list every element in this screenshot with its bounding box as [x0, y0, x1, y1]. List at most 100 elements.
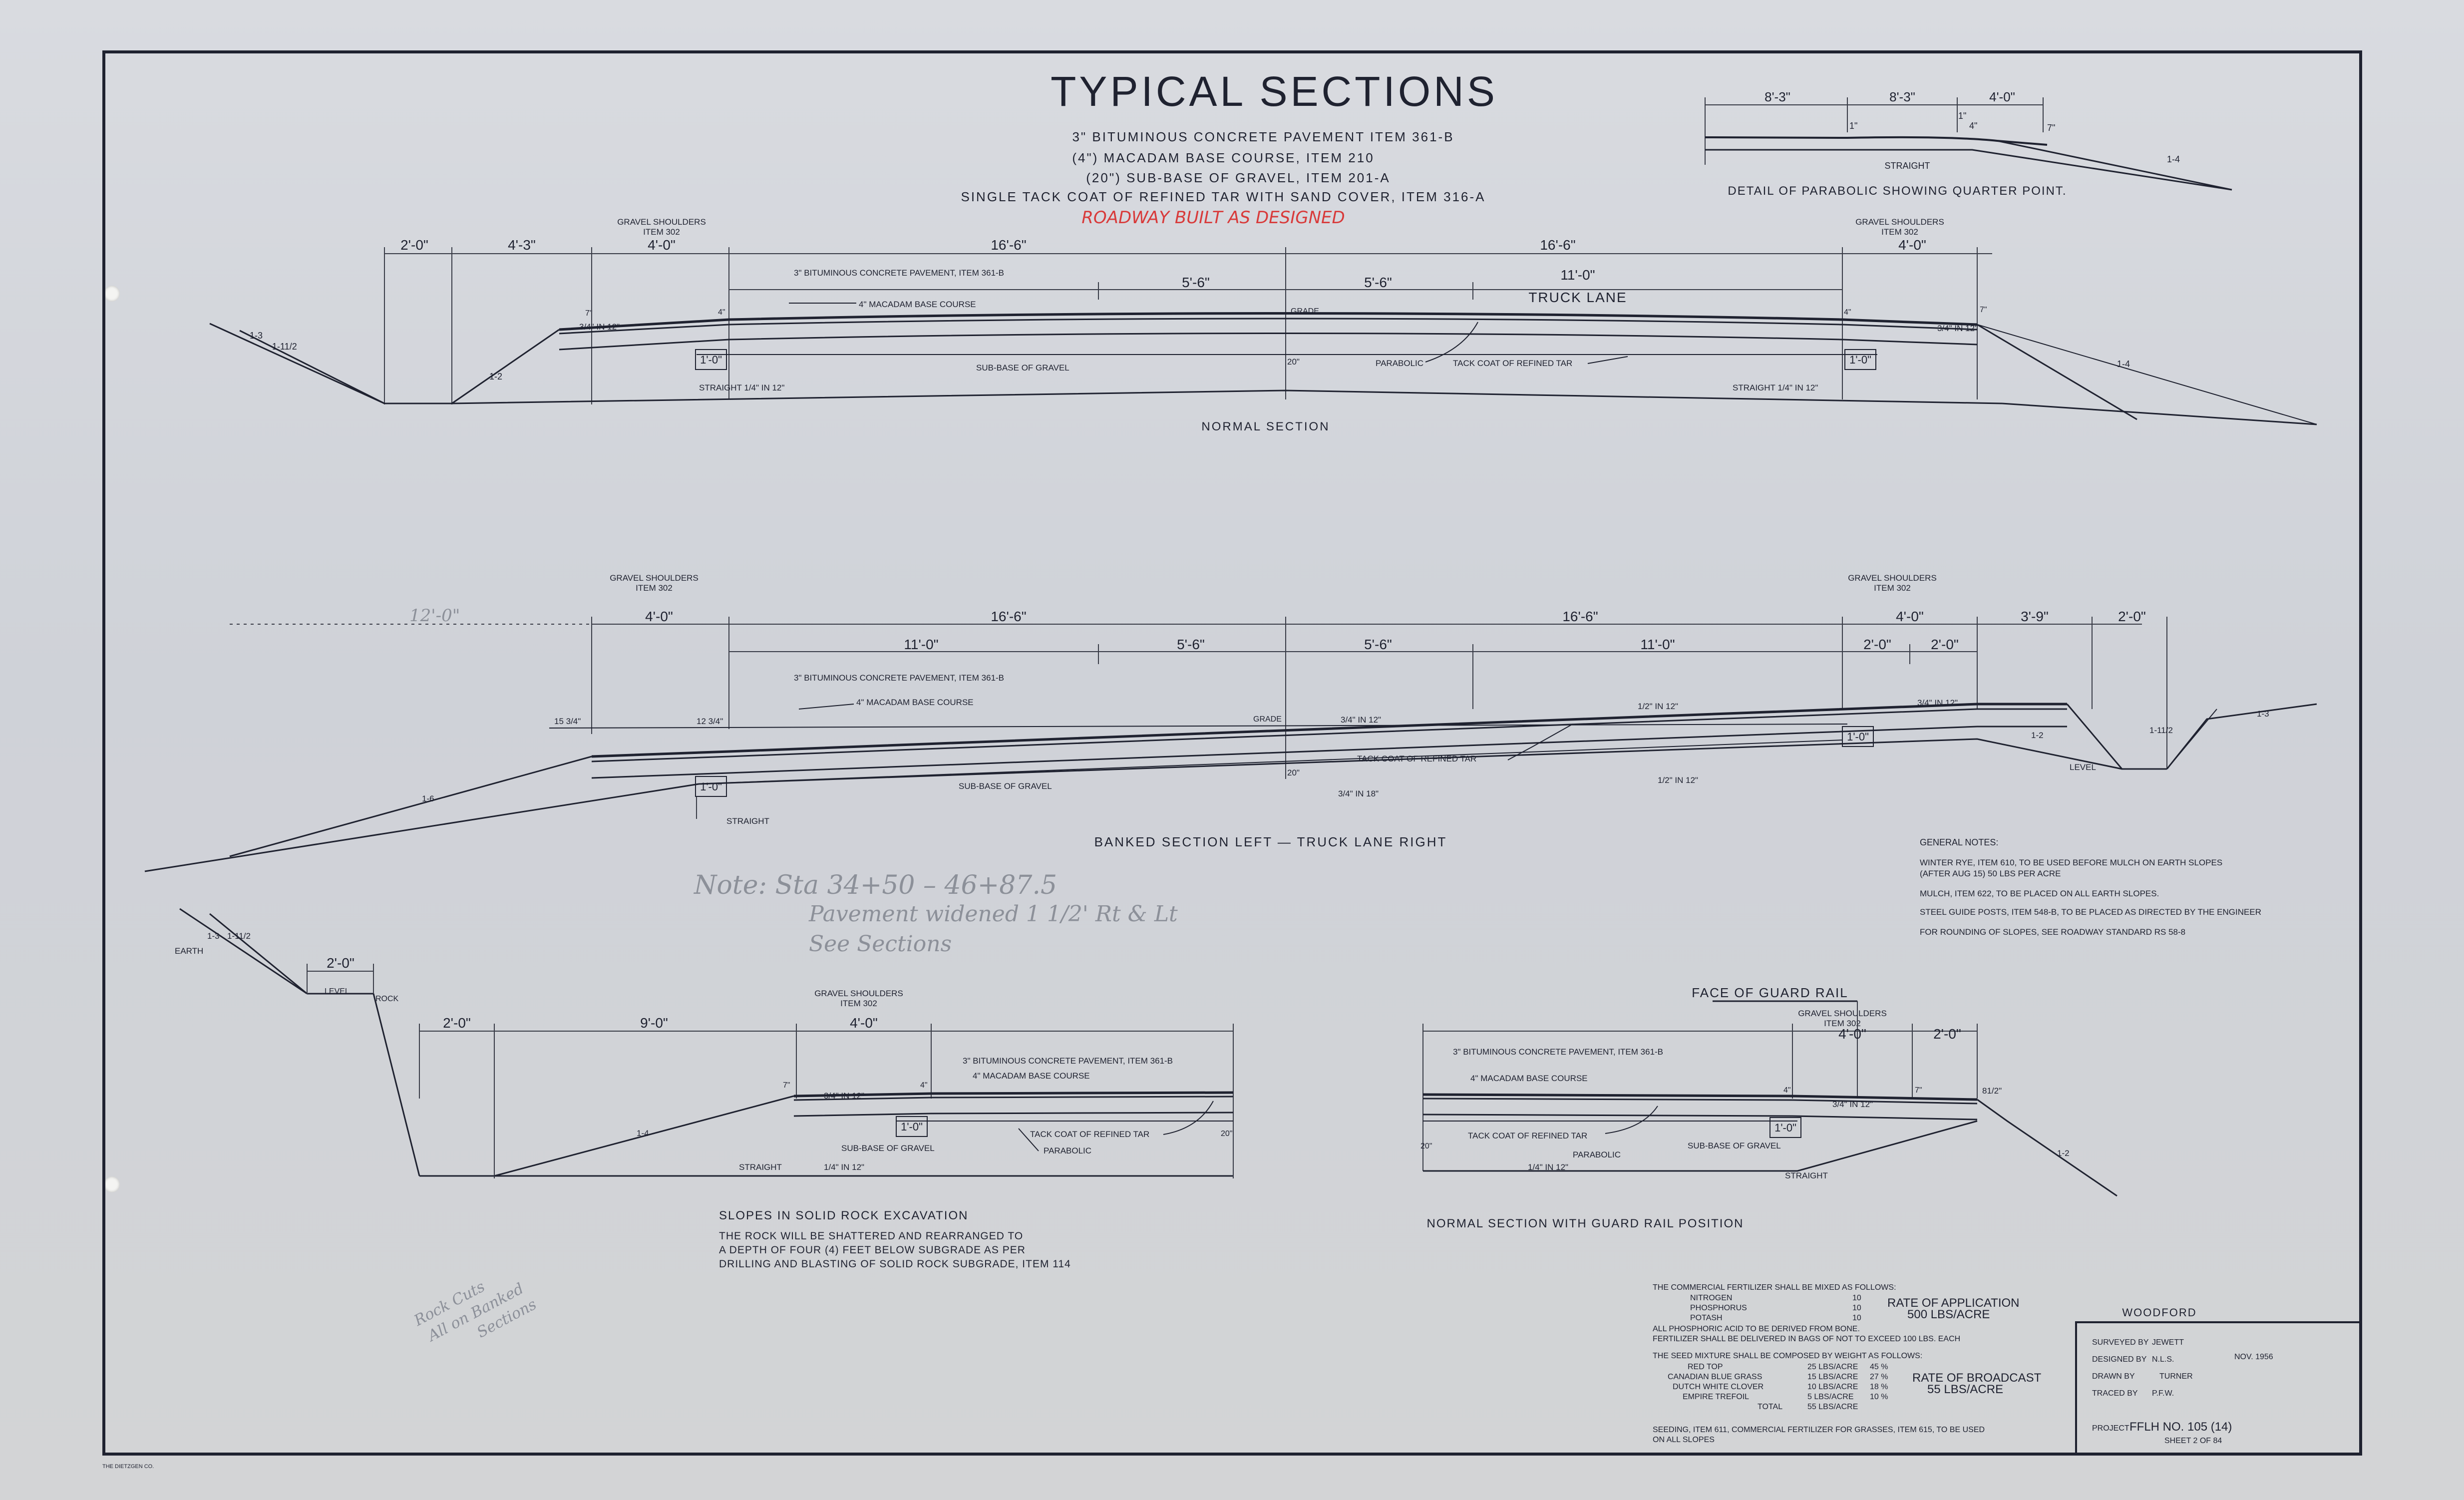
- straight-label: STRAIGHT: [739, 1162, 782, 1172]
- normal-section: 2'-0" 4'-3" 4'-0" 16'-6" 16'-6" 4'-0" 5'…: [209, 217, 2317, 433]
- parabolic-dim: 4'-0": [1989, 89, 2015, 104]
- parabolic-dim: 8'-3": [1889, 89, 1915, 104]
- small-dim: 4": [1844, 308, 1851, 317]
- pitch-label: 3/4" IN 18": [1338, 789, 1379, 798]
- parabolic-label: PARABOLIC: [1376, 359, 1423, 368]
- rock-label: ROCK: [375, 995, 399, 1003]
- rock-note-line: DRILLING AND BLASTING OF SOLID ROCK SUBG…: [719, 1258, 1071, 1270]
- item-302-label: ITEM 302: [643, 227, 680, 237]
- one-foot-label: 1'-0": [700, 780, 722, 793]
- seed-rate: 15 LBS/ACRE: [1807, 1373, 1858, 1381]
- rock-note-line: A DEPTH OF FOUR (4) FEET BELOW SUBGRADE …: [719, 1244, 1026, 1256]
- banked-dim: 16'-6": [991, 609, 1026, 624]
- slope-label: 1-2: [2031, 731, 2044, 740]
- elevation-label: 15 3/4": [554, 717, 581, 726]
- grade-label: GRADE: [1253, 715, 1282, 724]
- subbase-label: SUB-BASE OF GRAVEL: [976, 363, 1069, 373]
- pitch-label: 1/2" IN 12": [1638, 702, 1678, 711]
- slope-label: 1-4: [637, 1128, 649, 1138]
- banked-dim-mid: 11'-0": [1640, 637, 1675, 652]
- seed-intro: THE SEED MIXTURE SHALL BE COMPOSED BY WE…: [1653, 1352, 1922, 1360]
- fertilizer-value: 10: [1852, 1294, 1861, 1302]
- gravel-shoulders-label: GRAVEL SHOULDERS: [1855, 217, 1944, 227]
- spec-line: (4") MACADAM BASE COURSE, ITEM 210: [1072, 150, 1374, 165]
- item-302-label: ITEM 302: [1874, 583, 1911, 593]
- parabolic-label: PARABOLIC: [1044, 1146, 1091, 1155]
- normal-dim-mid: 11'-0": [1560, 267, 1595, 283]
- slope-label: 1-6: [422, 794, 434, 803]
- fertilizer-name: NITROGEN: [1690, 1294, 1732, 1302]
- normal-dim: 4'-0": [1898, 237, 1926, 253]
- slope-label: 1-2: [2057, 1148, 2070, 1158]
- straight-label: STRAIGHT: [1785, 1171, 1828, 1180]
- fertilizer-name: PHOSPHORUS: [1690, 1304, 1747, 1312]
- one-foot-label: 1'-0": [1774, 1122, 1796, 1134]
- pitch-label: 3/4" IN 12": [579, 322, 620, 332]
- general-notes: GENERAL NOTES: WINTER RYE, ITEM 610, TO …: [1920, 837, 2261, 937]
- general-notes-heading: GENERAL NOTES:: [1920, 837, 1998, 847]
- pitch-label: 3/4" IN 12": [1937, 324, 1978, 333]
- banked-dim: 2'-0": [2118, 609, 2146, 624]
- spec-line: 3" BITUMINOUS CONCRETE PAVEMENT ITEM 361…: [1072, 129, 1454, 144]
- depth-label: 20": [1287, 357, 1300, 367]
- handwritten-red-note: ROADWAY BUILT AS DESIGNED: [1081, 208, 1345, 228]
- normal-dim: 16'-6": [991, 237, 1026, 253]
- item-302-label: ITEM 302: [1824, 1019, 1861, 1028]
- normal-dim-mid: 5'-6": [1364, 275, 1392, 290]
- depth-label: 20": [1420, 1142, 1432, 1150]
- seed-pct: 27 %: [1870, 1373, 1888, 1381]
- slope-label: 1-4: [2117, 359, 2130, 369]
- parabolic-small: 4": [1969, 121, 1977, 131]
- guard-rail-section: FACE OF GUARD RAIL GRAVEL SHOULDERS ITEM…: [1420, 985, 2117, 1230]
- general-note-line: WINTER RYE, ITEM 610, TO BE USED BEFORE …: [1920, 858, 2222, 867]
- seed-pct: 18 %: [1870, 1383, 1888, 1391]
- normal-dim-mid: 5'-6": [1182, 275, 1210, 290]
- tb-value: JEWETT: [2152, 1338, 2184, 1347]
- depth-label: 20": [1287, 768, 1300, 777]
- macadam-label: 4" MACADAM BASE COURSE: [973, 1071, 1090, 1081]
- pavement-label: 3" BITUMINOUS CONCRETE PAVEMENT, ITEM 36…: [794, 673, 1004, 683]
- slope-label: 1-11/2: [2149, 726, 2173, 735]
- tack-coat-label: TACK COAT OF REFINED TAR: [1453, 359, 1572, 368]
- normal-section-caption: NORMAL SECTION: [1201, 420, 1330, 433]
- tb-project: FFLH NO. 105 (14): [2129, 1420, 2232, 1434]
- rock-section-caption: SLOPES IN SOLID ROCK EXCAVATION: [719, 1209, 968, 1222]
- banked-dim: 4'-0": [645, 609, 673, 624]
- small-dim: 7": [585, 309, 593, 318]
- slope-label: 1-2: [489, 372, 502, 381]
- drawing-border: [102, 50, 2362, 1456]
- banked-dim-mid: 2'-0": [1863, 637, 1891, 652]
- pavement-label: 3" BITUMINOUS CONCRETE PAVEMENT, ITEM 36…: [794, 268, 1004, 278]
- banked-dim-mid: 5'-6": [1177, 637, 1205, 652]
- gravel-shoulders-label: GRAVEL SHOULDERS: [617, 217, 706, 227]
- elevation-label: 12 3/4": [697, 717, 723, 726]
- depth-label: 20": [1221, 1129, 1232, 1138]
- title-block: WOODFORD SURVEYED BY JEWETT NOV. 1956 DE…: [2075, 1306, 2362, 1455]
- small-dim: 7": [1915, 1086, 1922, 1095]
- general-note-line: STEEL GUIDE POSTS, ITEM 548-B, TO BE PLA…: [1920, 907, 2261, 917]
- macadam-label: 4" MACADAM BASE COURSE: [856, 698, 974, 707]
- pencil-note-line: Note: Sta 34+50 – 46+87.5: [693, 870, 1057, 900]
- parabolic-slope: 1-4: [2167, 154, 2180, 164]
- fertilizer-value: 10: [1852, 1314, 1861, 1322]
- banked-dim-mid: 11'-0": [904, 637, 938, 652]
- slope-label: 1-3: [207, 931, 220, 941]
- one-foot-label: 1'-0": [1847, 731, 1869, 743]
- parabolic-detail: 8'-3" 8'-3" 4'-0" 1" 1" 4" 7" STRAIGHT 1…: [1705, 89, 2232, 198]
- tb-value: N.L.S.: [2152, 1355, 2174, 1364]
- pitch-label: 3/4" IN 12": [1832, 1100, 1873, 1109]
- slope-label: 1-11/2: [227, 931, 251, 941]
- broadcast-label: RATE OF BROADCAST: [1912, 1371, 2042, 1385]
- small-dim: 4": [920, 1081, 928, 1090]
- normal-dim: 4'-3": [508, 237, 536, 253]
- subbase-label: SUB-BASE OF GRAVEL: [1688, 1141, 1781, 1150]
- earth-label: EARTH: [175, 946, 203, 956]
- pencil-note-line: See Sections: [809, 931, 952, 957]
- rock-note-line: THE ROCK WILL BE SHATTERED AND REARRANGE…: [719, 1230, 1023, 1242]
- seed-name: TOTAL: [1758, 1403, 1782, 1411]
- tb-sheet: SHEET 2 OF 84: [2164, 1437, 2222, 1445]
- parabolic-small: 7": [2047, 123, 2055, 133]
- gravel-shoulders-label: GRAVEL SHOULDERS: [1798, 1009, 1887, 1018]
- tb-value: P.F.W.: [2152, 1389, 2174, 1398]
